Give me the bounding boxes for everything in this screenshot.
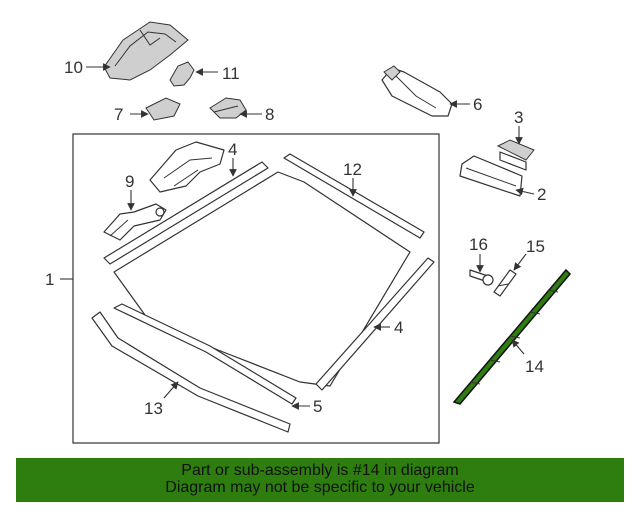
callout-13: 13 xyxy=(144,399,163,418)
callout-6: 6 xyxy=(473,95,482,114)
banner-line-1: Part or sub-assembly is #14 in diagram xyxy=(181,462,459,479)
callout-4-side: 4 xyxy=(394,318,403,337)
callout-2: 2 xyxy=(537,185,546,204)
part-14-moulding[interactable] xyxy=(452,268,572,405)
part-8-clip[interactable] xyxy=(209,97,247,119)
part-9-sensor[interactable] xyxy=(103,203,167,241)
part-11-bracket[interactable] xyxy=(169,61,195,87)
part-2-panel[interactable] xyxy=(459,155,523,197)
leader-lines xyxy=(60,63,535,410)
callout-14: 14 xyxy=(525,357,544,376)
callout-9: 9 xyxy=(125,172,134,191)
part-5-lower-seal[interactable] xyxy=(113,303,297,405)
callout-4-top: 4 xyxy=(228,140,237,159)
callout-15: 15 xyxy=(526,237,545,256)
callout-5: 5 xyxy=(313,397,322,416)
part-10-mirror-cover[interactable] xyxy=(103,21,189,81)
part-4-bracket[interactable] xyxy=(149,141,225,193)
callout-7: 7 xyxy=(114,105,123,124)
part-13-cowl-seal[interactable] xyxy=(91,311,291,433)
part-6-mirror[interactable] xyxy=(381,65,453,117)
assembly-frame xyxy=(72,133,440,444)
banner-line-2: Diagram may not be specific to your vehi… xyxy=(165,479,475,496)
part-15-clip[interactable] xyxy=(493,269,517,297)
part-3-cover[interactable] xyxy=(496,139,535,171)
callout-11: 11 xyxy=(222,64,240,83)
callout-3: 3 xyxy=(514,108,523,127)
callout-16: 16 xyxy=(469,235,488,254)
part-4-upper-moulding[interactable] xyxy=(103,161,269,265)
callout-1: 1 xyxy=(45,270,54,289)
part-7-pad[interactable] xyxy=(145,97,181,121)
info-banner: Part or sub-assembly is #14 in diagram D… xyxy=(16,458,624,502)
callout-8: 8 xyxy=(265,105,274,124)
callout-10: 10 xyxy=(64,58,83,77)
callout-12: 12 xyxy=(343,160,362,179)
part-16-screw[interactable] xyxy=(469,269,494,286)
